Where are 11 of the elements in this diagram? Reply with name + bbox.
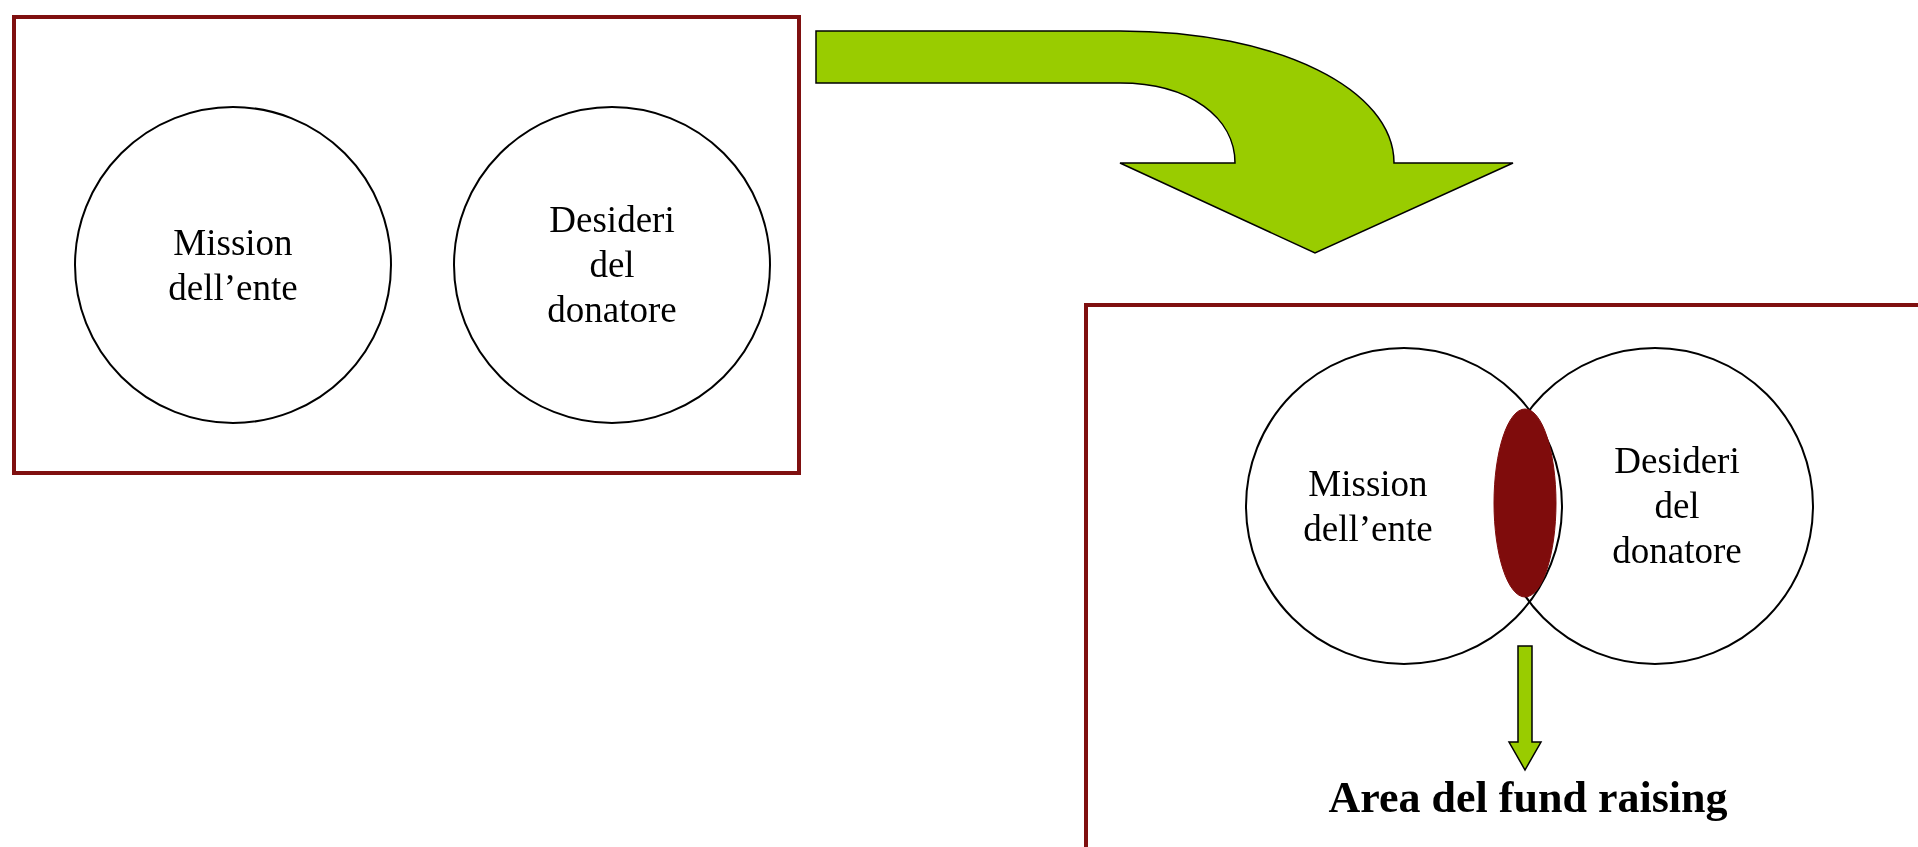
block-arrow <box>815 30 1514 254</box>
circle-text: Desideri del donatore <box>1611 439 1743 574</box>
circle-text: Mission dell’ente <box>167 220 299 310</box>
circle <box>453 106 771 424</box>
circle-text: Mission dell’ente <box>1302 461 1434 551</box>
circle-text: Desideri del donatore <box>546 198 678 333</box>
overlap-lens <box>1493 408 1557 598</box>
block-arrow <box>1507 645 1543 772</box>
frame-box <box>12 15 801 475</box>
circle <box>74 106 392 424</box>
result-label: Area del fund raising <box>1288 772 1768 828</box>
